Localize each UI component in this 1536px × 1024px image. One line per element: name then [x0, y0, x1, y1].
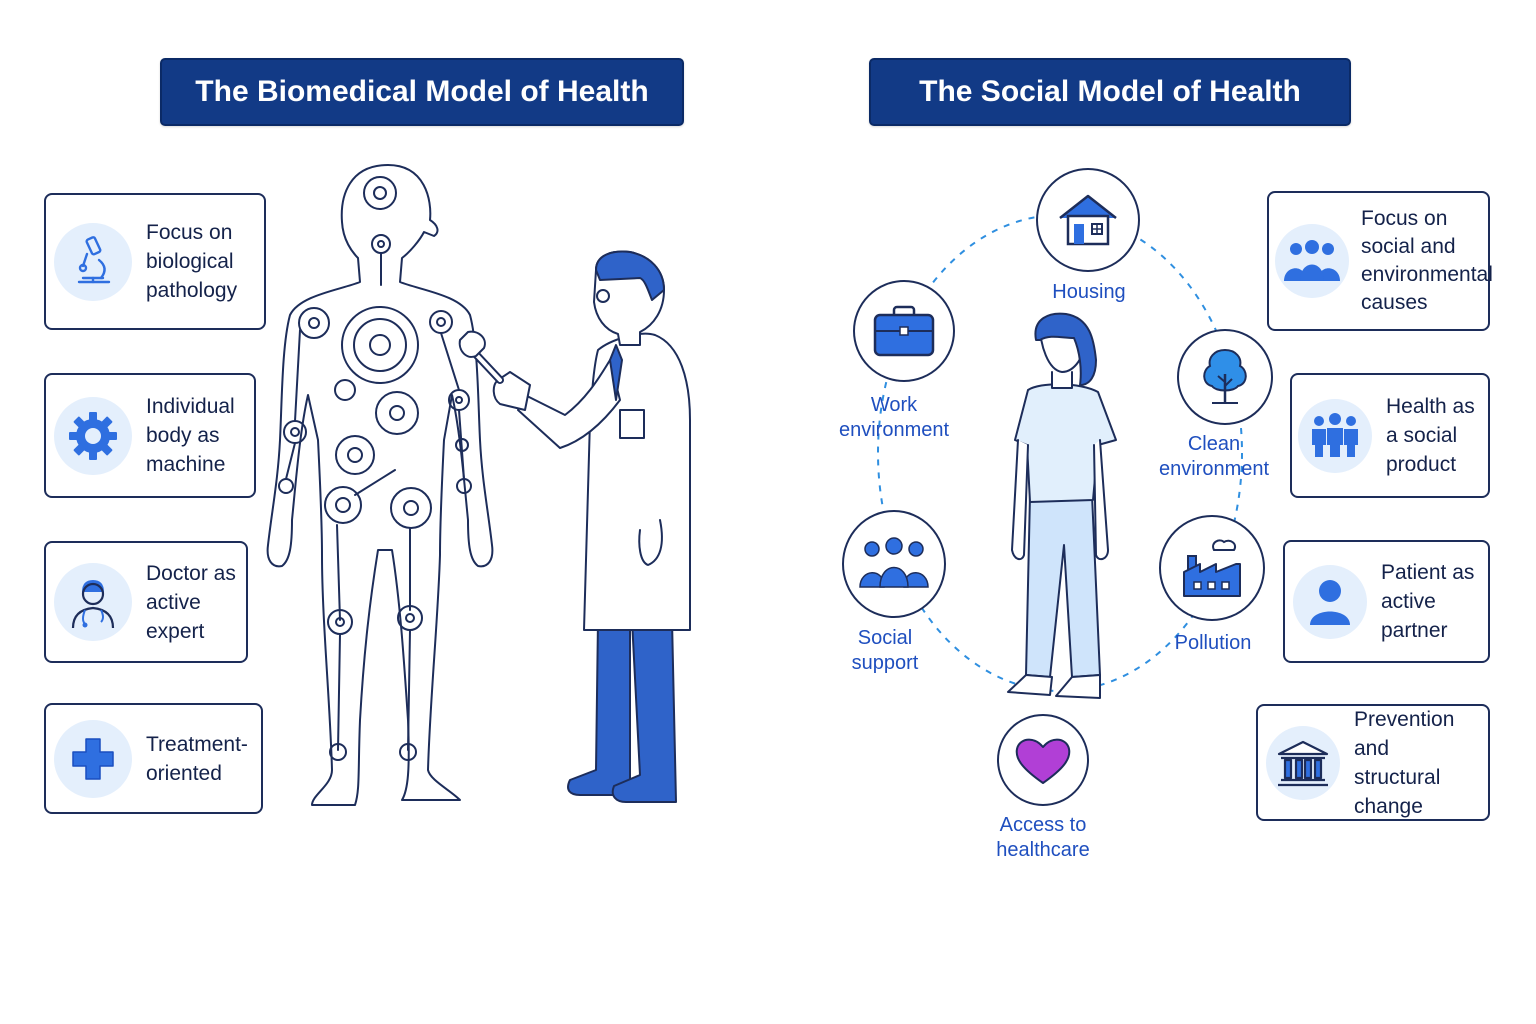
- factory-icon: [1183, 539, 1241, 597]
- housing-node: [1036, 168, 1140, 272]
- clean-environment-label: Clean environment: [1158, 433, 1270, 480]
- microscope-icon: [54, 222, 132, 301]
- card-label: Prevention and structural change: [1354, 707, 1455, 818]
- tree-icon: [1203, 348, 1247, 404]
- card-label: Patient as active partner: [1381, 561, 1475, 642]
- social-support-node: [842, 510, 946, 618]
- gear-icon: [54, 396, 132, 475]
- pollution-node: [1159, 515, 1265, 621]
- social-support-label: Social support: [851, 627, 919, 674]
- card-label: Treatment- oriented: [146, 732, 248, 785]
- card-social-causes: Focus on social and environmental causes: [1267, 191, 1493, 331]
- healthcare-label: Access to healthcare: [996, 814, 1090, 861]
- housing-label: Housing: [1052, 281, 1126, 303]
- card-label: Focus on social and environmental causes: [1361, 207, 1493, 314]
- work-node: [853, 280, 955, 382]
- card-social-product: Health as a social product: [1290, 373, 1490, 498]
- work-label: Work environment: [838, 394, 950, 441]
- biomedical-title-text: The Biomedical Model of Health: [195, 75, 649, 108]
- card-prevention: Prevention and structural change: [1256, 704, 1490, 821]
- card-label: Individual body as machine: [146, 395, 235, 476]
- card-label: Health as a social product: [1386, 395, 1475, 476]
- house-icon: [1059, 194, 1117, 246]
- clean-environment-node: [1177, 329, 1273, 425]
- group-icon: [1275, 224, 1349, 298]
- medical-cross-icon: [54, 719, 132, 798]
- social-model-title: The Social Model of Health: [869, 58, 1351, 126]
- pollution-label: Pollution: [1174, 632, 1252, 654]
- card-treatment-oriented: Treatment- oriented: [44, 703, 263, 814]
- community-icon: [859, 537, 929, 588]
- person-icon: [1293, 564, 1367, 639]
- people-icon: [1298, 398, 1372, 473]
- briefcase-icon: [873, 305, 935, 357]
- card-biological-pathology: Focus on biological pathology: [44, 193, 266, 330]
- card-label: Focus on biological pathology: [146, 221, 238, 302]
- social-title-text: The Social Model of Health: [919, 75, 1301, 108]
- card-body-as-machine: Individual body as machine: [44, 373, 256, 498]
- institution-icon: [1266, 725, 1340, 800]
- card-label: Doctor as active expert: [146, 561, 236, 643]
- card-patient-partner: Patient as active partner: [1283, 540, 1490, 663]
- card-doctor-expert: Doctor as active expert: [44, 541, 248, 663]
- doctor-icon: [54, 563, 132, 641]
- heart-icon: [1015, 738, 1071, 784]
- healthcare-node: [997, 714, 1089, 806]
- biomedical-model-title: The Biomedical Model of Health: [160, 58, 684, 126]
